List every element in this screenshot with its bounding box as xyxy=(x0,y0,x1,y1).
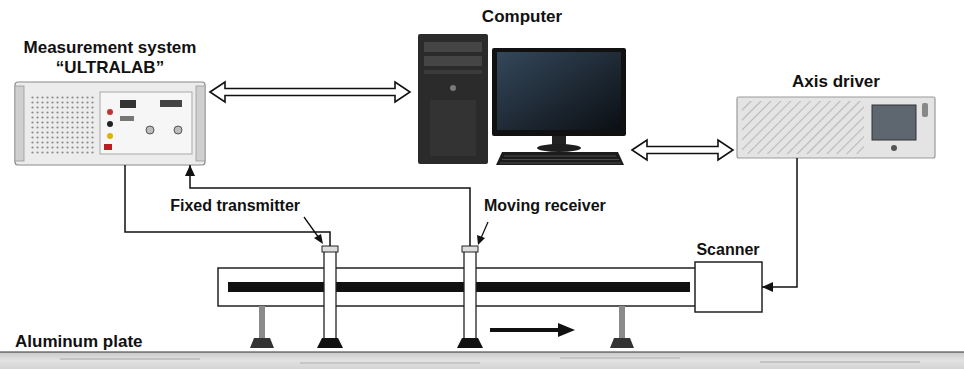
node-label: Aluminum plate xyxy=(15,332,215,352)
transmitter-probe xyxy=(317,246,343,348)
node-label: Measurement system “ULTRALAB” xyxy=(10,38,210,77)
computer-photo xyxy=(418,34,626,165)
device-node: Measurement system “ULTRALAB” xyxy=(15,82,205,165)
double-arrow xyxy=(632,140,733,160)
leader-arrow xyxy=(304,217,488,245)
node-label: Scanner xyxy=(668,241,788,259)
probe-node: Moving receiver xyxy=(462,246,478,348)
node-label: Fixed transmitter xyxy=(146,197,300,215)
plate-node: Aluminum plate xyxy=(0,332,964,369)
signal-wire xyxy=(125,165,330,246)
computer-node: Computer xyxy=(415,32,628,168)
scanner-box xyxy=(695,262,762,312)
node-label: Axis driver xyxy=(766,72,906,92)
double-arrow xyxy=(210,82,410,102)
driver-node: Axis driver xyxy=(737,97,935,158)
scanner-node: Scanner xyxy=(695,262,762,312)
measurement-device xyxy=(15,82,205,165)
signal-wire xyxy=(762,158,797,292)
receiver-probe xyxy=(457,246,483,348)
aluminum-plate xyxy=(0,352,964,369)
motion-arrow xyxy=(490,323,575,337)
node-label: Moving receiver xyxy=(484,197,644,215)
node-label: Computer xyxy=(442,7,602,27)
scanner-rail xyxy=(218,268,700,348)
probe-node: Fixed transmitter xyxy=(322,246,338,348)
axis-driver-box xyxy=(737,97,935,158)
